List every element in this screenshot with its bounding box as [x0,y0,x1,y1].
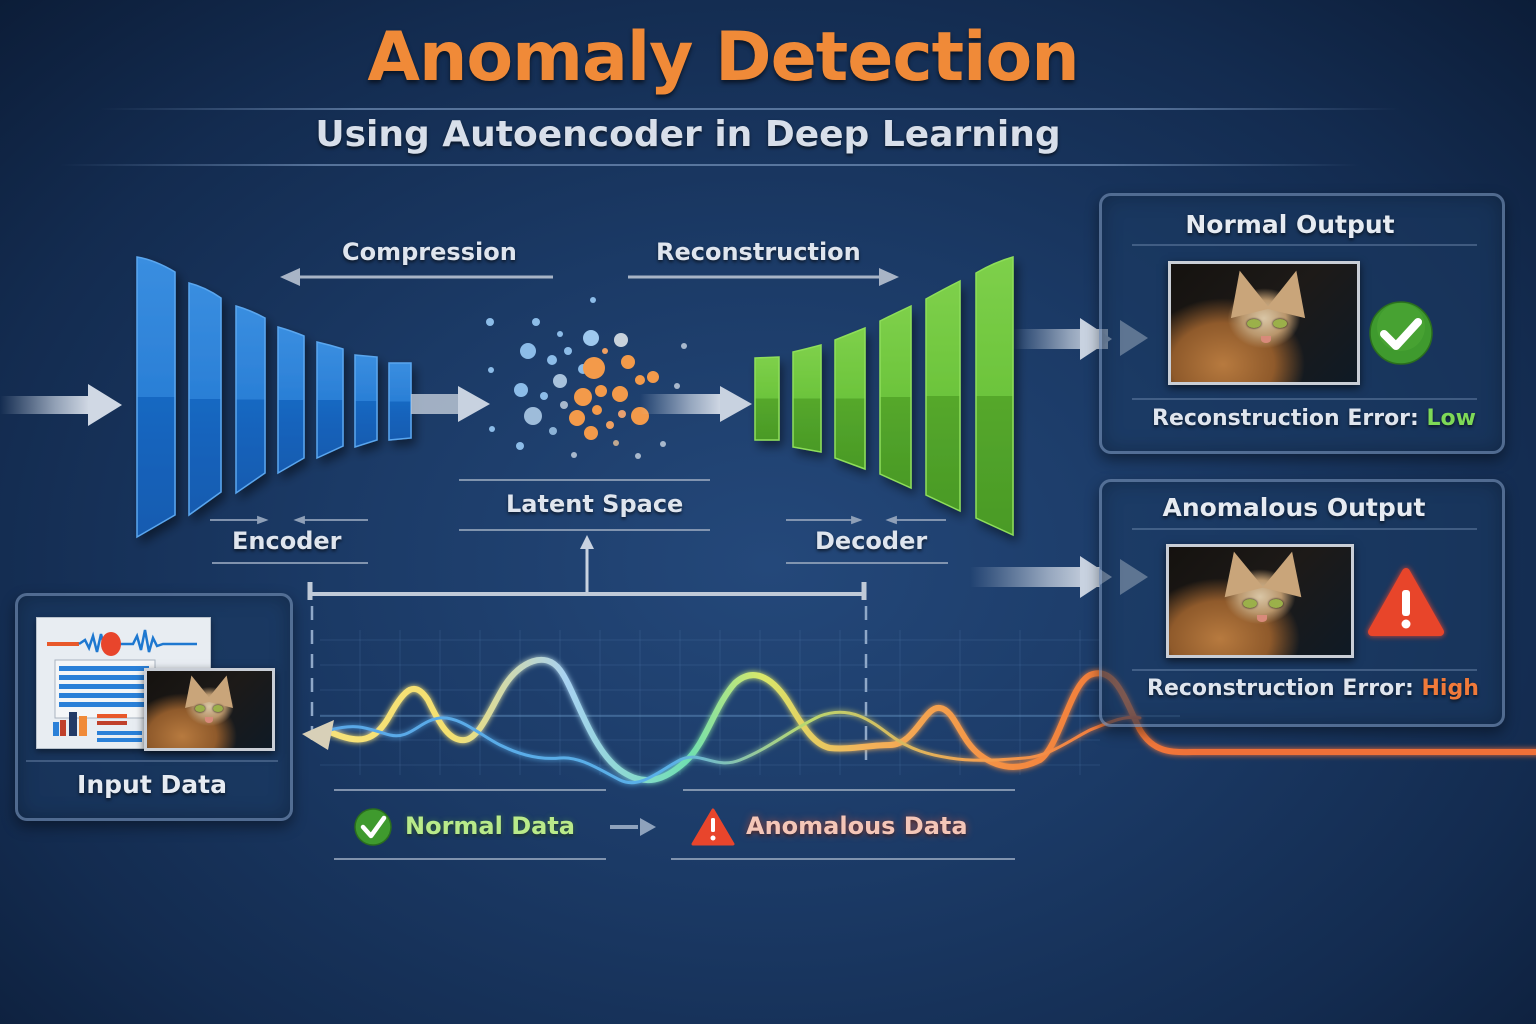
latent-to-decoder-arrow [640,386,752,422]
encoder-layers [136,256,412,539]
reconstruction-label: Reconstruction [656,238,861,266]
signal-waves [327,656,1536,785]
legend-flow-arrow [610,818,656,836]
reconstruction-arrow [628,268,899,286]
legend-anomalous-data: Anomalous Data [746,812,968,840]
latent-bracket [307,535,868,760]
anomalous-error-text: Reconstruction Error: High [1147,676,1479,701]
title-divider-bottom [60,164,1360,166]
compression-arrow [280,268,553,286]
normal-output-title: Normal Output [1185,210,1395,239]
wave-grid [320,630,1100,775]
normal-error-label: Reconstruction Error: [1152,406,1419,431]
encoder-to-latent-arrow [411,386,490,422]
warning-triangle-icon [1368,568,1444,636]
title-divider-top [100,108,1400,110]
input-data-panel: Input Data [15,593,293,821]
input-data-title: Input Data [77,770,227,799]
normal-output-cat-photo [1168,261,1360,385]
normal-output-panel: Normal Output Reconstruction Error: Low [1099,193,1505,454]
encoder-label: Encoder [232,527,342,555]
wave-return-arrowhead [302,720,334,750]
page-subtitle: Using Autoencoder in Deep Learning [315,114,1061,155]
anomalous-error-value: High [1421,676,1479,701]
legend-dimension-lines [334,789,1015,860]
normal-error-text: Reconstruction Error: Low [1152,406,1476,431]
input-arrow [0,384,122,426]
normal-error-value: Low [1426,406,1476,431]
label-dimension-lines [210,479,948,564]
decoder-label: Decoder [815,527,928,555]
latent-space-cluster [486,297,687,459]
legend-check-circle-icon [354,808,392,846]
anomalous-output-cat-photo [1166,544,1354,658]
legend-normal-data: Normal Data [405,812,575,840]
compression-label: Compression [342,238,517,266]
page-title: Anomaly Detection [367,18,1079,97]
anomalous-output-panel: Anomalous Output Reconstruction Error: H… [1099,479,1505,727]
anomalous-error-label: Reconstruction Error: [1147,676,1414,701]
latent-space-label: Latent Space [506,490,684,518]
decoder-layers [754,256,1014,537]
anomalous-output-title: Anomalous Output [1162,493,1426,522]
check-circle-icon [1369,301,1433,365]
legend-warning-triangle-icon [691,808,735,846]
input-cat-photo [144,668,275,751]
